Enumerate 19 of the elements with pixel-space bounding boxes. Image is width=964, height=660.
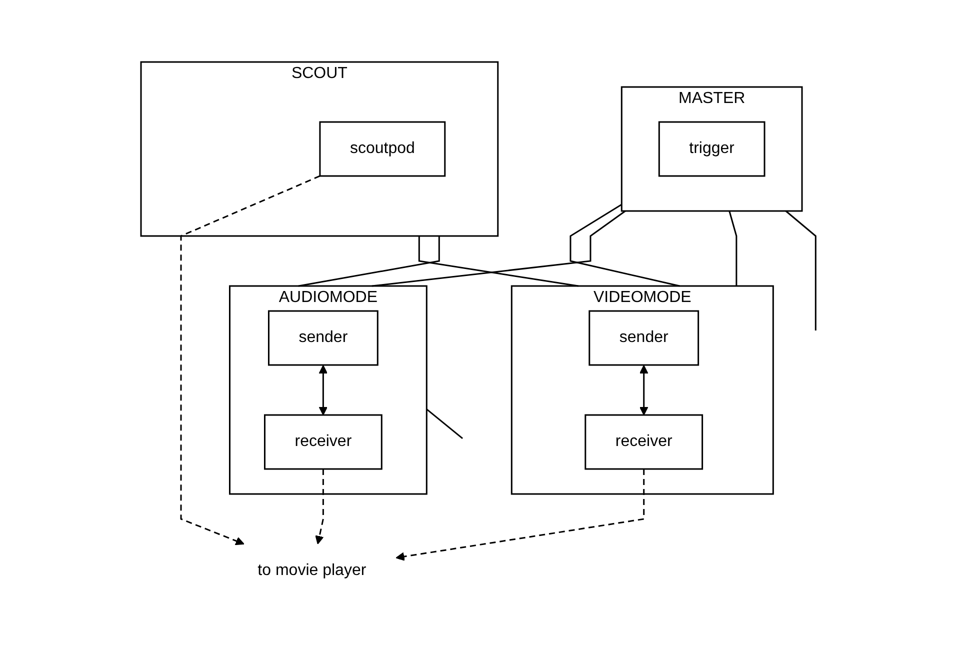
connector (298, 236, 440, 287)
connector (418, 236, 578, 287)
arrow (639, 365, 648, 416)
node-box: receiver (264, 414, 382, 470)
node-box: receiver (584, 414, 703, 470)
connector (728, 210, 738, 286)
connector (570, 204, 680, 287)
connector (426, 408, 463, 440)
arrow (318, 365, 328, 416)
node-box: sender (268, 310, 378, 366)
node-box: scoutpod (319, 121, 446, 177)
arrow (396, 469, 645, 561)
arrow (315, 469, 324, 544)
node-box: trigger (658, 121, 766, 177)
arrow (180, 175, 320, 546)
node-box: sender (588, 310, 699, 366)
connector (785, 210, 816, 330)
connector (372, 210, 626, 287)
node-text: to movie player (258, 562, 366, 579)
